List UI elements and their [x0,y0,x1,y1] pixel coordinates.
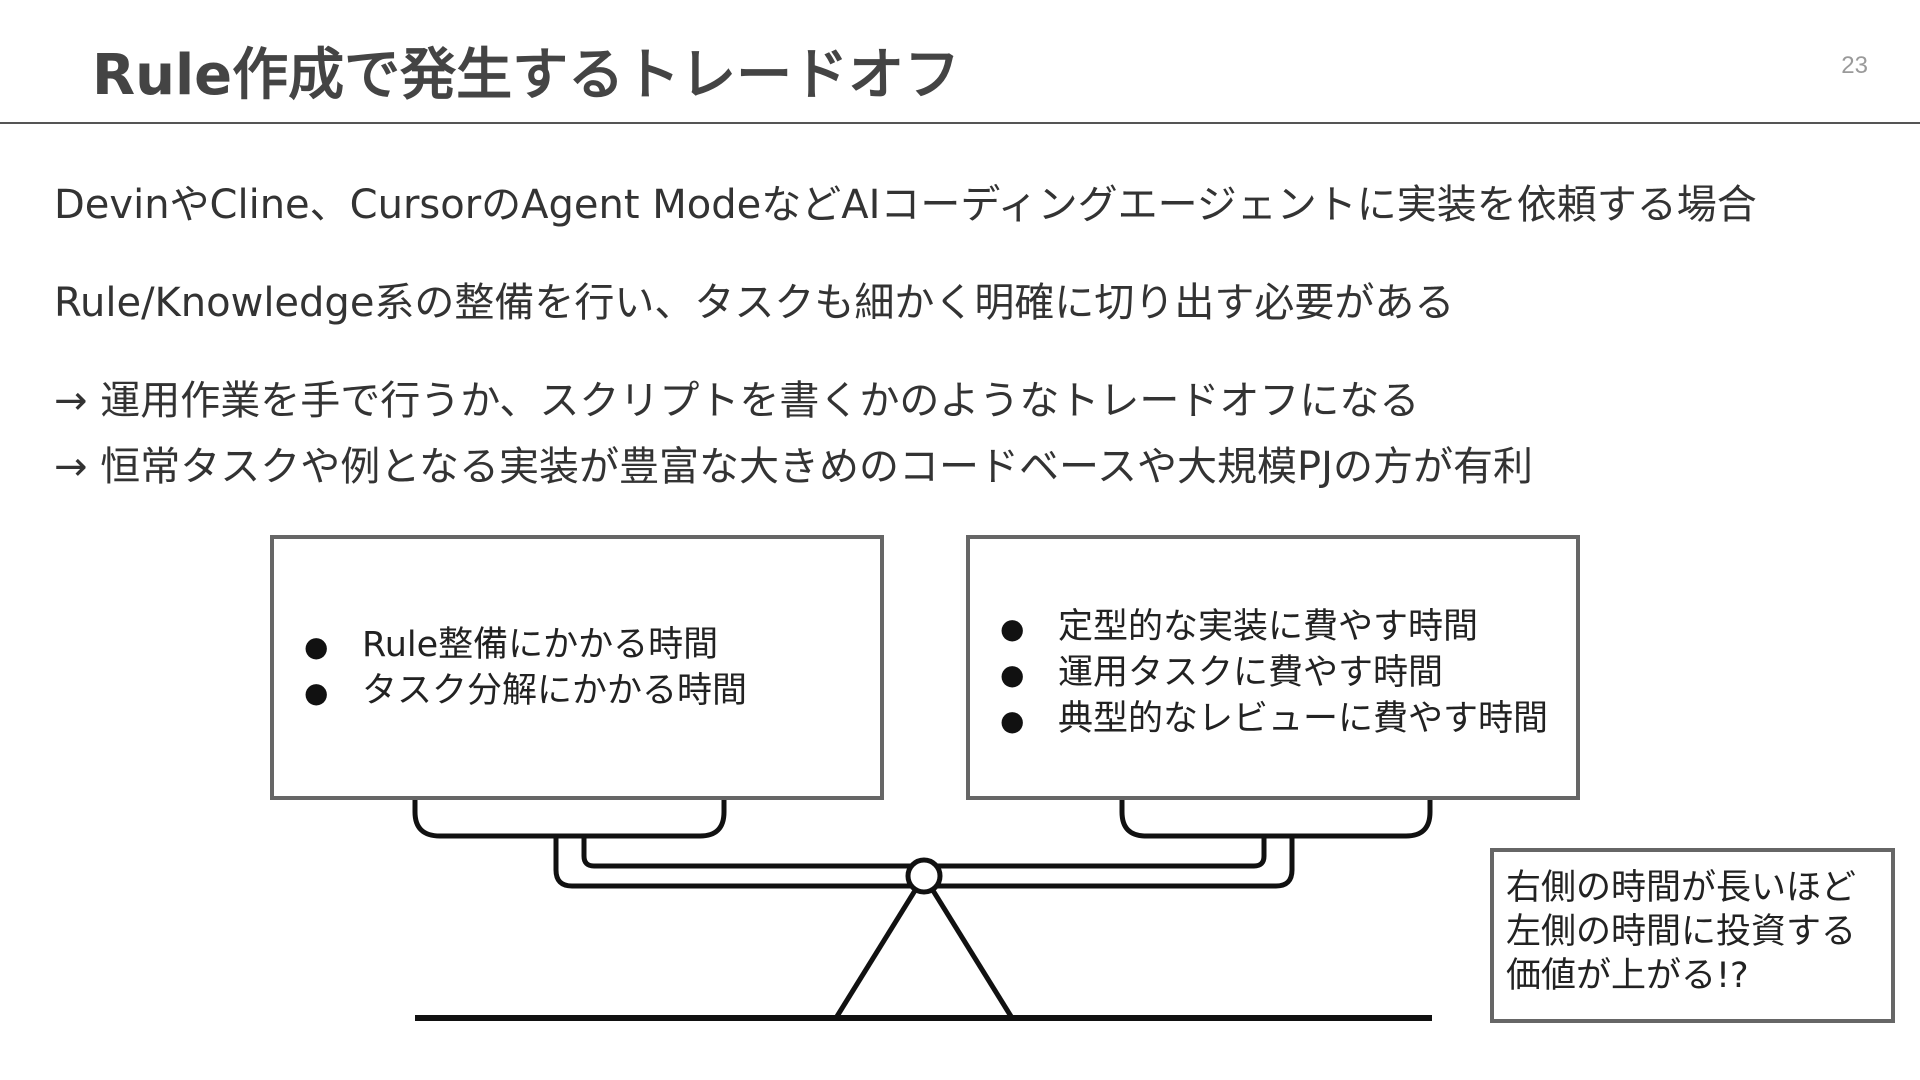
page-number: 23 [1841,52,1868,79]
list-item-label: 定型的な実装に費やす時間 [1058,607,1479,647]
note-line-1: 右側の時間が長いほど [1506,868,1857,908]
left-pan-box: ● Rule整備にかかる時間 ● タスク分解にかかる時間 [270,535,884,800]
scale-stand-right-leg [921,874,1015,1020]
list-item: ● タスク分解にかかる時間 [304,669,747,715]
bullet-icon: ● [304,676,329,709]
bullet-icon: ● [1000,658,1025,691]
body-text-line-2: Rule/Knowledge系の整備を行い、タスクも細かく明確に切り出す必要があ… [54,280,1455,326]
list-item: ● 定型的な実装に費やす時間 [1000,605,1548,651]
right-pan-box: ● 定型的な実装に費やす時間 ● 運用タスクに費やす時間 ● 典型的なレビューに費やす… [966,535,1580,800]
left-pan [412,800,727,839]
left-box-list: ● Rule整備にかかる時間 ● タスク分解にかかる時間 [304,623,747,715]
list-item-label: タスク分解にかかる時間 [362,671,748,711]
body-text-line-3: → 運用作業を手で行うか、スクリプトを書くかのようなトレードオフになる [54,378,1420,424]
right-box-list: ● 定型的な実装に費やす時間 ● 運用タスクに費やす時間 ● 典型的なレビューに費やす… [1000,605,1548,743]
scale-stand-left-leg [833,874,927,1020]
list-item-label: Rule整備にかかる時間 [362,625,719,665]
page-title: Rule作成で発生するトレードオフ [92,43,961,108]
note-line-3: 価値が上がる!? [1506,956,1749,996]
right-pan [1119,800,1433,839]
scale-pivot [905,857,943,895]
body-text-line-4: → 恒常タスクや例となる実装が豊富な大きめのコードベースや大規模PJの方が有利 [54,444,1533,490]
title-divider [0,122,1920,124]
body-text-line-1: DevinやCline、CursorのAgent ModeなどAIコーディングエ… [54,182,1757,228]
bullet-icon: ● [304,630,329,663]
note-callout: 右側の時間が長いほど 左側の時間に投資する 価値が上がる!? [1490,848,1895,1023]
list-item-label: 典型的なレビューに費やす時間 [1058,699,1549,739]
list-item: ● 典型的なレビューに費やす時間 [1000,697,1548,743]
list-item: ● 運用タスクに費やす時間 [1000,651,1548,697]
bullet-icon: ● [1000,704,1025,737]
list-item: ● Rule整備にかかる時間 [304,623,747,669]
bullet-icon: ● [1000,612,1025,645]
note-line-2: 左側の時間に投資する [1506,912,1857,952]
list-item-label: 運用タスクに費やす時間 [1058,653,1444,693]
